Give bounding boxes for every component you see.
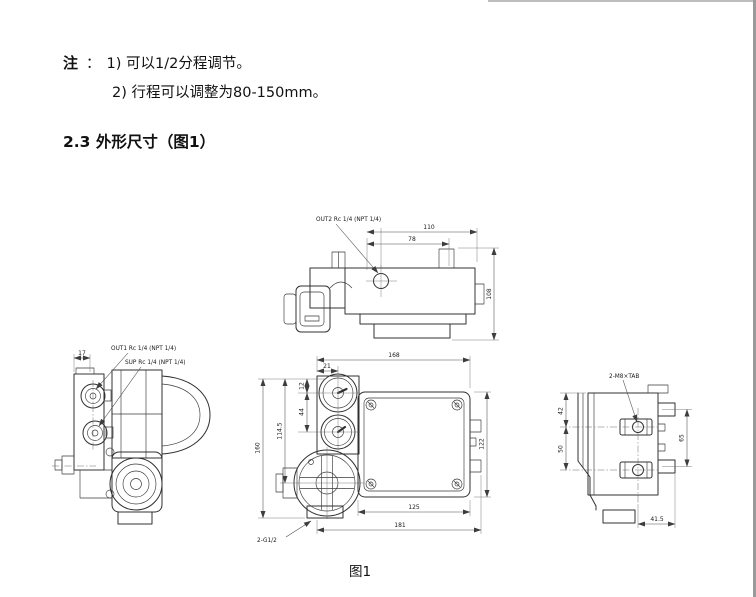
note-item-2: 2) 行程可以调整为80-150mm。 <box>112 85 328 101</box>
note-item-1: 1) 可以1/2分程调节。 <box>106 56 251 72</box>
dim-total-height: 160 <box>255 442 262 454</box>
front-view: 168 21 12 44 114.5 160 122 <box>255 352 491 544</box>
dim-gauge-offset: 21 <box>323 363 331 370</box>
dim-box-height: 122 <box>479 438 486 450</box>
dim-box-width: 125 <box>408 504 420 511</box>
dim-width-overall: 110 <box>423 224 435 231</box>
dim-gauge-top-gap: 12 <box>299 382 306 390</box>
label-out2-port: OUT2 Rc 1/4 (NPT 1/4) <box>316 217 381 223</box>
dim-total-width: 168 <box>388 352 400 359</box>
note-label: 注 <box>63 54 79 72</box>
left-view: 17 OUT1 Rc 1/4 (NPT 1/4) SUP Rc 1/4 (NPT… <box>52 346 211 525</box>
label-conduit: 2-G1/2 <box>257 538 277 544</box>
dim-depth: 41.5 <box>650 516 664 523</box>
label-out1-port: OUT1 Rc 1/4 (NPT 1/4) <box>111 346 176 352</box>
dim-width-port: 78 <box>408 236 416 243</box>
dim-plate: 17 <box>78 350 86 357</box>
side-view-body <box>560 384 676 524</box>
dim-lower-height: 50 <box>558 445 565 453</box>
scan-artifact-right <box>753 0 756 597</box>
front-view-dimensions: 168 21 12 44 114.5 160 122 <box>255 352 491 544</box>
top-view: 110 78 108 OUT2 Rc 1/4 (NPT 1/4) <box>283 217 499 341</box>
top-view-dimensions: 110 78 108 OUT2 Rc 1/4 (NPT 1/4) <box>316 217 499 341</box>
side-view: 42 50 65 41.5 2-M8×TAB <box>558 374 692 528</box>
figure-caption: 图1 <box>348 564 372 580</box>
dim-upper-height: 42 <box>558 407 565 415</box>
note-colon: ： <box>86 56 101 72</box>
side-view-dimensions: 42 50 65 41.5 2-M8×TAB <box>558 374 692 528</box>
note-line-1: 注 ： 1) 可以1/2分程调节。 <box>63 52 251 73</box>
label-sup-port: SUP Rc 1/4 (NPT 1/4) <box>125 360 186 366</box>
dim-flange-span: 65 <box>679 434 686 442</box>
dim-gauge-spacing: 44 <box>299 408 306 416</box>
label-tap: 2-M8×TAB <box>609 374 639 380</box>
scan-artifact-top <box>488 0 753 2</box>
note-line-2: 2) 行程可以调整为80-150mm。 <box>112 81 327 102</box>
left-view-body <box>52 367 211 525</box>
dim-overall-width: 181 <box>394 522 406 529</box>
dim-height: 108 <box>486 288 493 300</box>
top-view-body <box>283 248 485 339</box>
dim-mid-height: 114.5 <box>277 422 284 439</box>
left-view-dimensions: 17 OUT1 Rc 1/4 (NPT 1/4) SUP Rc 1/4 (NPT… <box>73 346 186 427</box>
section-heading: 2.3 外形尺寸（图1） <box>63 133 216 151</box>
